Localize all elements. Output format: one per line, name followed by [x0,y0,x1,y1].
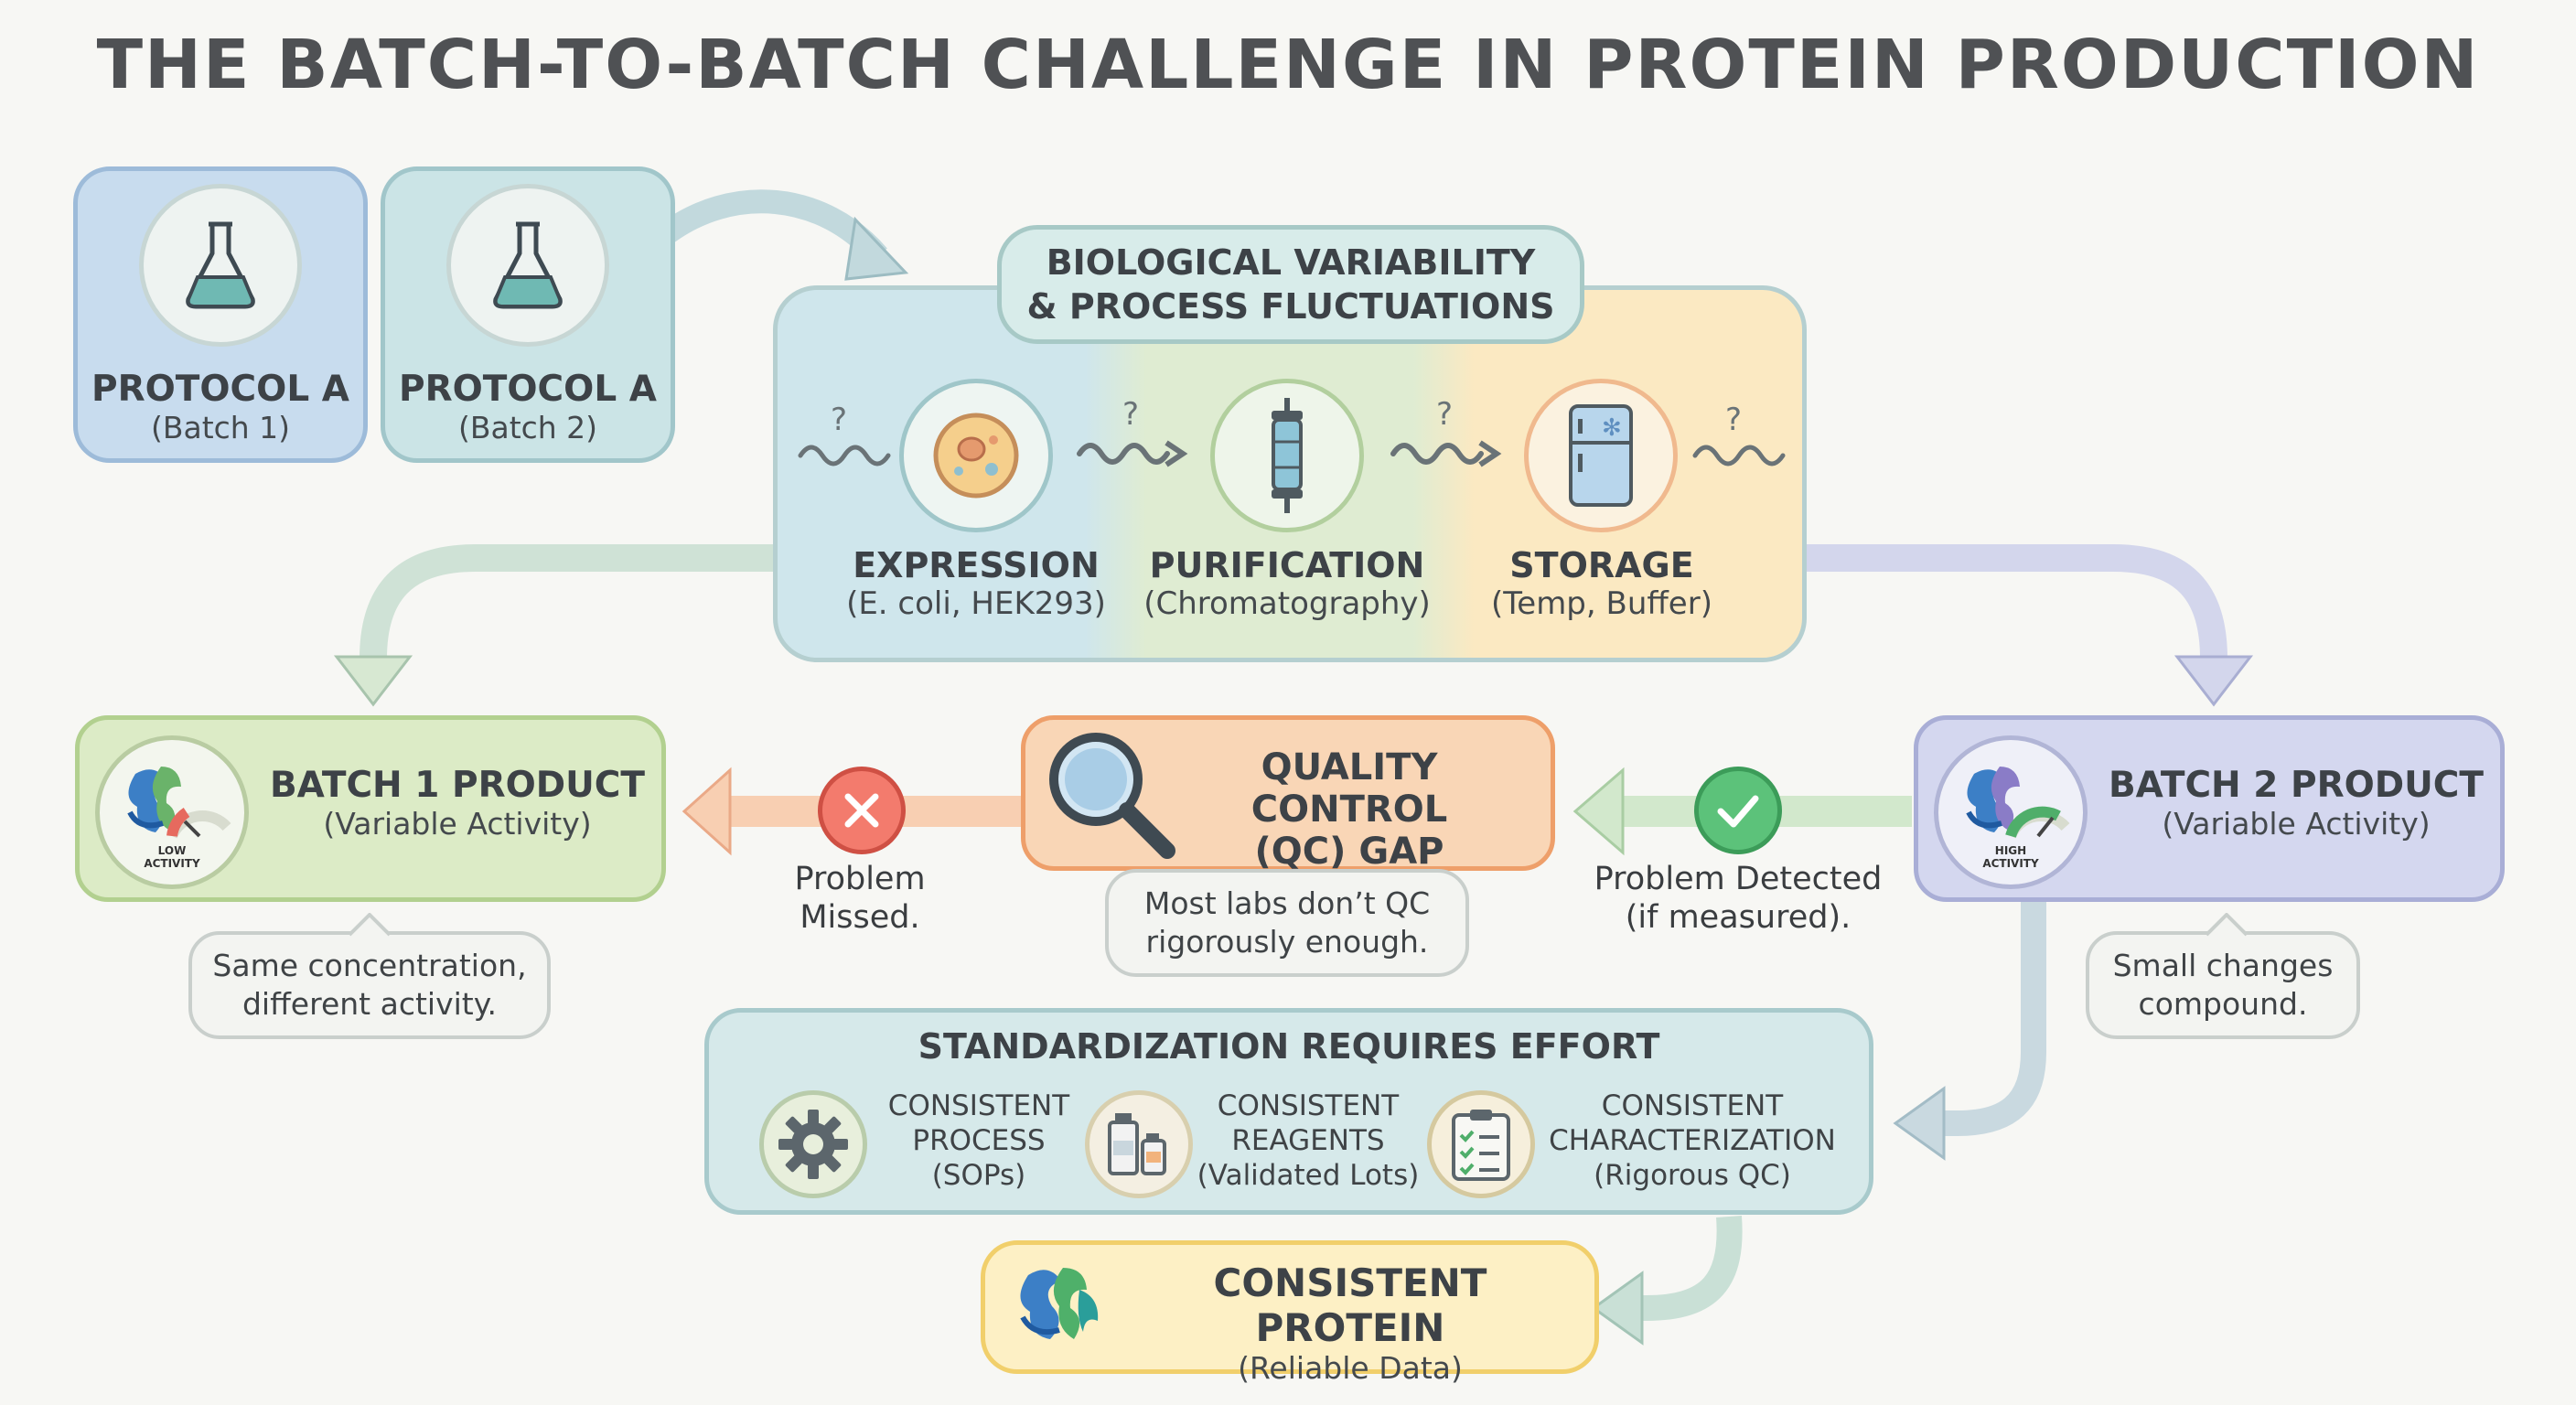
outcome-name: CONSISTENT PROTEIN [1213,1260,1487,1350]
protein-gauge-icon: HIGH ACTIVITY [1934,735,2088,889]
arrow-variability-to-batch2 [1807,544,2227,660]
stage-storage: STORAGE (Temp, Buffer) [1491,545,1712,622]
variability-title-line2: & PROCESS FLUCTUATIONS [1026,286,1555,327]
protocol-name: PROTOCOL A [399,369,657,410]
flask-icon [446,184,609,347]
arrow-head [1572,767,1625,856]
question-wave-icon: ? [1075,395,1194,481]
outcome-text: CONSISTENT PROTEIN (Reliable Data) [1122,1260,1579,1386]
batch1-note: Same concentration, different activity. [188,931,551,1039]
chromatography-column-icon [1210,379,1364,532]
protocol-name: PROTOCOL A [91,369,349,410]
batch1-name: BATCH 1 PRODUCT [269,765,646,806]
svg-text:ACTIVITY: ACTIVITY [144,857,200,870]
question-wave-icon: ? [1690,402,1791,479]
svg-text:?: ? [831,402,847,438]
qc-title: QUALITY CONTROL (QC) GAP [1250,746,1448,873]
note-pointer [2206,913,2247,937]
standardization-card [704,1008,1873,1215]
note-pointer [349,913,390,937]
protein-gauge-icon: LOW ACTIVITY [95,735,249,889]
check-mark-icon [1694,767,1782,854]
batch2-text: BATCH 2 PRODUCT (Variable Activity) [2104,765,2488,842]
arrow-head [682,767,732,856]
standardization-title: STANDARDIZATION REQUIRES EFFORT [918,1026,1660,1067]
stage-purification: PURIFICATION (Chromatography) [1143,545,1431,622]
arrow-head [333,655,413,707]
question-wave-icon: ? [1389,395,1508,481]
batch2-name: BATCH 2 PRODUCT [2108,765,2485,806]
arrow-variability-to-batch1 [360,544,773,660]
std-characterization-label: CONSISTENT CHARACTERIZATION (Rigorous QC… [1549,1089,1836,1192]
stage-expression: EXPRESSION (E. coli, HEK293) [846,545,1106,622]
qc-note: Most labs don’t QC rigorously enough. [1105,869,1469,977]
outcome-detail: (Reliable Data) [1238,1350,1463,1386]
clipboard-checklist-icon [1427,1090,1535,1198]
arrow-head [1591,1271,1644,1346]
cell-icon [899,379,1053,532]
arrow-standardization-to-outcome [1637,1216,1743,1321]
arrow-head [1893,1086,1946,1161]
std-reagents-label: CONSISTENT REAGENTS (Validated Lots) [1197,1089,1420,1192]
refrigerator-icon: ✻ [1524,379,1678,532]
problem-detected-label: Problem Detected (if measured). [1594,861,1883,936]
reagent-bottles-icon [1085,1090,1193,1198]
variability-title-line1: BIOLOGICAL VARIABILITY [1046,242,1536,283]
page-title: THE BATCH-TO-BATCH CHALLENGE IN PROTEIN … [96,26,2480,104]
batch2-note: Small changes compound. [2086,931,2360,1039]
flask-icon [139,184,302,347]
svg-text:HIGH: HIGH [1995,844,2026,857]
gear-icon [759,1090,867,1198]
protocol-batch: (Batch 1) [150,410,291,445]
protein-structure-icon [1010,1253,1120,1365]
svg-text:ACTIVITY: ACTIVITY [1982,857,2039,870]
batch1-text: BATCH 1 PRODUCT (Variable Activity) [265,765,649,842]
svg-text:?: ? [1725,402,1742,438]
protocol-batch1-card: PROTOCOL A (Batch 1) [73,166,368,463]
x-mark-icon [818,767,906,854]
protocol-batch2-card: PROTOCOL A (Batch 2) [381,166,675,463]
problem-missed-label: Problem Missed. [794,861,926,936]
batch1-detail: (Variable Activity) [323,806,592,842]
question-wave-icon: ? [796,402,896,479]
variability-title: BIOLOGICAL VARIABILITY & PROCESS FLUCTUA… [997,225,1584,344]
svg-text:✻: ✻ [1602,414,1622,442]
arrow-head [2174,655,2254,707]
arrow-protocol-to-variability [656,189,887,264]
std-process-label: CONSISTENT PROCESS (SOPs) [887,1089,1070,1192]
svg-text:?: ? [1436,396,1453,433]
magnifier-icon [1039,723,1186,873]
batch2-detail: (Variable Activity) [2162,806,2431,842]
svg-text:?: ? [1122,396,1139,433]
protocol-batch: (Batch 2) [457,410,598,445]
svg-text:LOW: LOW [158,844,187,857]
arrow-batch2-to-standardization [1939,901,2046,1136]
arrow-head [844,216,909,281]
